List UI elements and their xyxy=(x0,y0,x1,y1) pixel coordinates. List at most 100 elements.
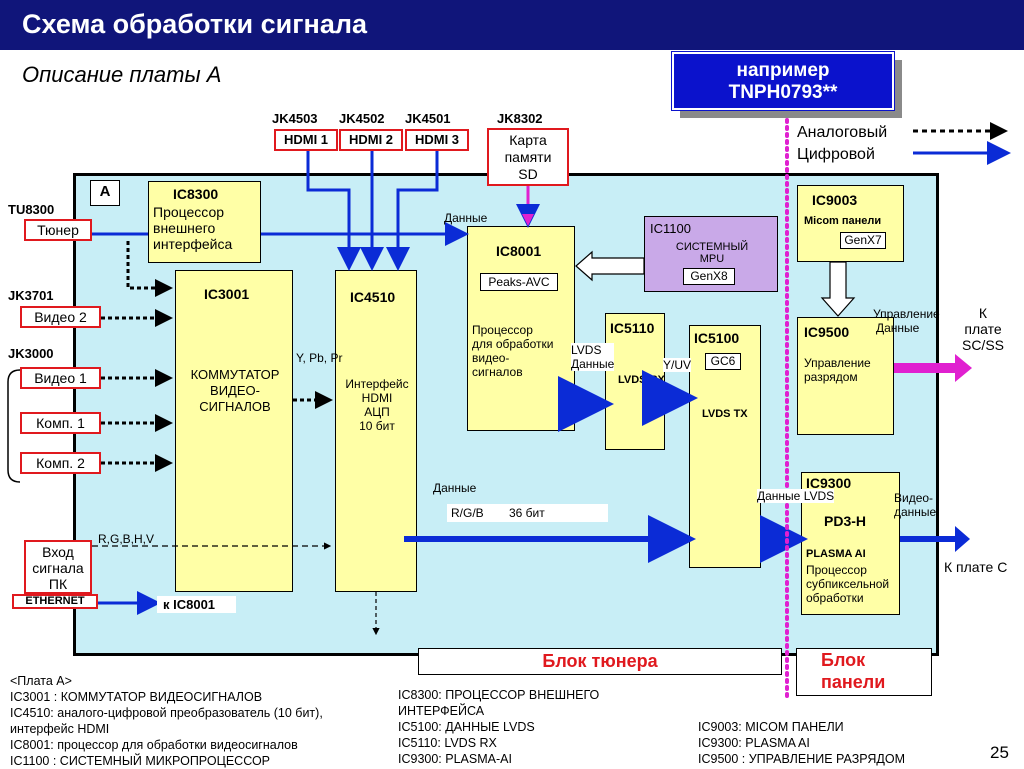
ic1100-block: IC1100 СИСТЕМНЫЙ MPU GenX8 xyxy=(644,216,778,292)
ic8001-desc: Процессор для обработки видео- сигналов xyxy=(472,323,553,379)
sd-line2: памяти xyxy=(504,149,552,165)
to-board-ss-3: SC/SS xyxy=(961,337,1004,353)
video-data-1: Видео- xyxy=(894,491,934,505)
ic9300-desc-2: субпиксельной xyxy=(806,577,890,591)
legend-analog-label: Аналоговый xyxy=(797,124,888,141)
ic5100-block: IC5100 GC6 LVDS TX xyxy=(689,325,761,568)
control-data-label: Управление Данные xyxy=(873,307,940,335)
ic1100-desc: СИСТЕМНЫЙ MPU xyxy=(645,241,779,265)
pc-line1: Вход xyxy=(42,544,74,560)
footnote-1-1: <Плата A> xyxy=(10,674,72,688)
sd-line1: Карта xyxy=(509,132,547,148)
mpu-ic8001-arrow xyxy=(575,250,645,282)
jk4502-label: JK4502 xyxy=(339,111,385,126)
hdmi3-line xyxy=(386,151,439,271)
ic5110-name: IC5110 xyxy=(610,320,655,336)
ic3001-desc: КОММУТАТОР ВИДЕО- СИГНАЛОВ xyxy=(176,367,294,415)
hdmi1-connector: HDMI 1 xyxy=(274,129,338,151)
ic4510-name: IC4510 xyxy=(350,289,396,305)
ic9300-desc-bold: PLASMA AI xyxy=(806,548,866,560)
to-board-c-label: К плате C xyxy=(944,559,1008,575)
to-ic8001-label: к IC8001 xyxy=(157,596,236,613)
ic4510-desc-2: HDMI xyxy=(361,391,393,405)
ic8300-desc-1: Процессор xyxy=(153,204,225,220)
footnote-1-2: IC3001 : КОММУТАТОР ВИДЕОСИГНАЛОВ xyxy=(10,690,263,704)
lvds-data-label: LVDS Данные xyxy=(571,343,615,371)
page-title: Схема обработки сигнала xyxy=(22,9,368,39)
rgbhv-label: R,G,B,H,V xyxy=(98,532,155,546)
ic9500-desc-2: разрядом xyxy=(804,370,858,384)
ic3001-desc-2: ВИДЕО- xyxy=(210,383,260,398)
ic8300-name: IC8300 xyxy=(173,186,219,202)
comp2-connector: Комп. 2 xyxy=(20,452,101,474)
footnote-1-3: IC4510: аналого-цифровой преобразователь… xyxy=(10,706,323,720)
data-lvds-label: Данные LVDS xyxy=(757,489,835,503)
bits36-label: 36 бит xyxy=(509,506,545,520)
panel-block-1: Блок xyxy=(821,650,866,670)
lvds-label-2: Данные xyxy=(571,357,615,371)
jk4503-label: JK4503 xyxy=(272,111,318,126)
rgb36-label-box: R/G/B 36 бит xyxy=(447,504,608,522)
ic8001-desc-3: видео- xyxy=(472,351,510,365)
video-data-2: данные xyxy=(894,505,937,519)
footnote-2-2: ИНТЕРФЕЙСА xyxy=(398,704,485,718)
video-data-label: Видео- данные xyxy=(894,491,936,519)
yuv-label: Y/UV xyxy=(663,358,692,372)
genx8-chip: GenX8 xyxy=(683,268,735,285)
sd-line3: SD xyxy=(518,166,538,182)
ic1100-desc-1: СИСТЕМНЫЙ xyxy=(675,241,749,253)
tuner-connector: Тюнер xyxy=(24,219,92,241)
footnote-1-5: IC8001: процессор для обработки видеосиг… xyxy=(10,738,298,752)
jk3000-label: JK3000 xyxy=(8,346,54,361)
jk3000-bracket xyxy=(7,369,21,483)
to-board-ss-2: плате xyxy=(964,321,1002,337)
ic9003-desc: Micom панели xyxy=(804,215,882,227)
panel-block-label: Блок панели xyxy=(796,648,932,696)
ic4510-desc-4: 10 бит xyxy=(359,419,395,433)
jk3701-label: JK3701 xyxy=(8,288,54,303)
ic8001-name: IC8001 xyxy=(496,243,542,259)
ic3001-block: IC3001 КОММУТАТОР ВИДЕО- СИГНАЛОВ xyxy=(175,270,293,592)
hdmi2-connector: HDMI 2 xyxy=(339,129,403,151)
ic4510-desc-1: Интерфейс xyxy=(345,377,409,391)
ic8300-desc-2: внешнего xyxy=(153,220,216,236)
video2-connector: Видео 2 xyxy=(20,306,101,328)
footnote-2-4: IC5110: LVDS RX xyxy=(398,736,497,750)
ic3001-desc-3: СИГНАЛОВ xyxy=(199,399,271,414)
ic5100-desc: LVDS TX xyxy=(702,408,748,420)
footnote-2-5: IC9300: PLASMA-AI xyxy=(398,752,512,766)
page-number: 25 xyxy=(990,743,1009,762)
ic9300-sub: PD3-H xyxy=(824,513,867,529)
sd-card-connector: Карта памяти SD xyxy=(487,128,569,186)
data-label-2: Данные xyxy=(433,481,477,495)
data-label-ctrl: Данные xyxy=(876,321,920,335)
footnote-col2: IC8300: ПРОЦЕССОР ВНЕШНЕГО ИНТЕРФЕЙСА IC… xyxy=(398,687,599,767)
legend-digital-label: Цифровой xyxy=(797,146,875,163)
footnote-2-3: IC5100: ДАННЫЕ LVDS xyxy=(398,720,535,734)
jk8302-label: JK8302 xyxy=(497,111,543,126)
ic5100-name: IC5100 xyxy=(694,330,740,346)
ic4510-desc: Интерфейс HDMI АЦП 10 бит xyxy=(336,377,418,433)
pc-input-connector: Вход сигнала ПК xyxy=(24,540,92,594)
jk4501-label: JK4501 xyxy=(405,111,451,126)
ic1100-name: IC1100 xyxy=(650,221,691,236)
ic4510-desc-3: АЦП xyxy=(364,405,390,419)
ic9500-desc-1: Управление xyxy=(804,356,871,370)
ic8300-desc-3: интерфейса xyxy=(153,236,233,252)
tuner-block-label: Блок тюнера xyxy=(418,648,782,675)
gc6-chip: GC6 xyxy=(705,353,741,370)
ic9300-name: IC9300 xyxy=(806,475,852,491)
footnote-col3: IC9003: MICOM ПАНЕЛИ IC9300: PLASMA AI I… xyxy=(698,719,905,767)
lvds-label-1: LVDS xyxy=(571,343,602,357)
footnote-1-6: IC1100 : СИСТЕМНЫЙ МИКРОПРОЦЕССОР xyxy=(10,754,271,768)
ic9003-name: IC9003 xyxy=(812,192,858,208)
ypbpr-label: Y, Pb, Pr xyxy=(296,351,343,365)
to-board-ss-label: К плате SC/SS xyxy=(958,305,1008,353)
tu8300-label: TU8300 xyxy=(8,202,55,217)
title-bar xyxy=(0,0,1024,50)
ic3001-name: IC3001 xyxy=(204,286,250,302)
genx7-chip: GenX7 xyxy=(840,232,886,249)
ic9500-desc: Управление разрядом xyxy=(804,356,871,384)
footnote-3-1: IC9003: MICOM ПАНЕЛИ xyxy=(698,720,844,734)
comp1-connector: Комп. 1 xyxy=(20,412,101,434)
